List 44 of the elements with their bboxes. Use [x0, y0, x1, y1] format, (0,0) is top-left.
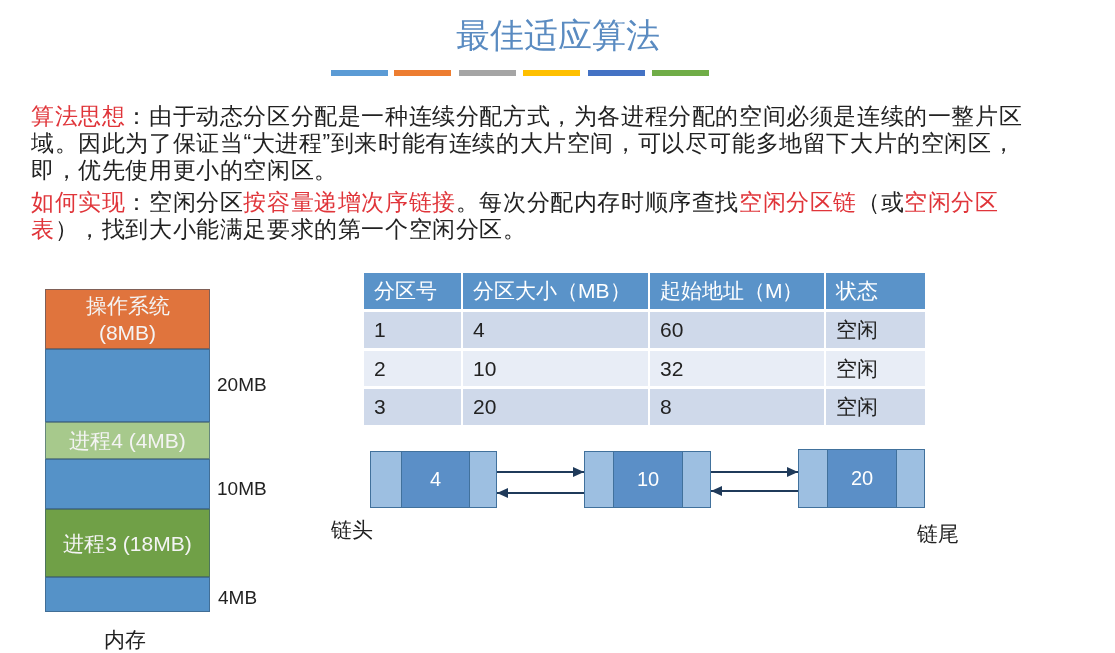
list-end-label: 链尾 [917, 521, 959, 547]
size-label: 4MB [218, 586, 258, 610]
memory-segment [45, 349, 210, 422]
table-header-cell: 状态 [826, 273, 925, 309]
arrow [710, 467, 799, 477]
table-cell: 4 [463, 312, 648, 348]
memory-segment [45, 422, 210, 459]
size-label: 10MB [217, 477, 267, 501]
segment-label: 进程4 (4MB) [69, 428, 186, 454]
table-header-cell: 分区大小（MB） [463, 273, 648, 309]
caption-text: 内存 [104, 627, 146, 653]
list-node [798, 449, 925, 508]
node-value: 4 [401, 452, 470, 507]
memory-segment [45, 459, 210, 509]
table-cell: 3 [364, 389, 461, 425]
memory-segment [45, 289, 210, 349]
arrow [496, 467, 585, 477]
table-cell: 1 [364, 312, 461, 348]
table-header-cell: 分区号 [364, 273, 461, 309]
table-cell: 20 [463, 389, 648, 425]
table-cell: 空闲 [826, 351, 925, 386]
size-label: 20MB [217, 373, 267, 397]
node-value: 10 [613, 452, 683, 507]
table-header-cell: 起始地址（M） [650, 273, 824, 309]
segment-label: 进程3 (18MB) [63, 530, 192, 557]
table-cell: 空闲 [826, 312, 925, 348]
memory-segment [45, 509, 210, 577]
paragraph: 如何实现：空闲分区按容量递增次序链接。每次分配内存时顺序查找空闲分区链（或空闲分区表），找到大小能满足要求的第一个空闲分区。 [31, 189, 1000, 243]
table-cell: 空闲 [826, 389, 925, 425]
list-end-label: 链头 [331, 517, 373, 543]
arrow [710, 486, 799, 496]
table-cell: 8 [650, 389, 824, 425]
table-cell: 2 [364, 351, 461, 386]
paragraph: 算法思想：由于动态分区分配是一种连续分配方式，为各进程分配的空间必须是连续的一整片区域。因此为了保证当“大进程”到来时能有连续的大片空间，可以尽可能多地留下大片的空闲区，即，优先使用更小的空闲区。 [31, 103, 1024, 184]
arrow [496, 488, 585, 498]
title: 最佳适应算法 [454, 15, 661, 56]
node-value: 20 [827, 450, 897, 507]
list-node [584, 451, 711, 508]
table-cell: 32 [650, 351, 824, 386]
segment-label: 操作系统 (8MB) [84, 293, 171, 346]
table-cell: 10 [463, 351, 648, 386]
table-cell: 60 [650, 312, 824, 348]
memory-segment [45, 577, 210, 612]
list-node [370, 451, 497, 508]
